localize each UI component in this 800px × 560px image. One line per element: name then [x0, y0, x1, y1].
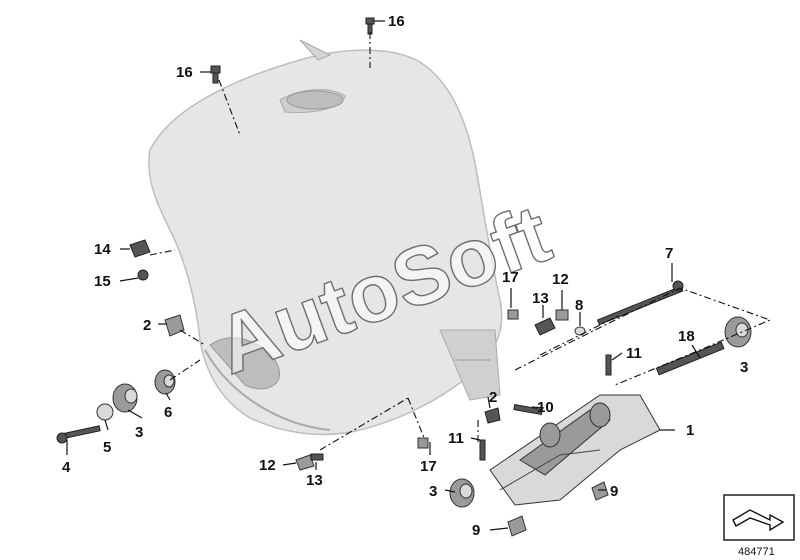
callout-12-bottom: 12: [259, 457, 276, 474]
callout-2-mid: 2: [489, 389, 497, 406]
callout-18: 18: [678, 328, 695, 345]
callout-8: 8: [575, 297, 583, 314]
nav-box[interactable]: 484771: [723, 494, 795, 558]
callout-3-right: 3: [740, 359, 748, 376]
callout-11-bottom: 11: [448, 430, 464, 447]
leader-lines: [66, 20, 772, 531]
callout-3-left: 3: [135, 424, 143, 441]
callout-14: 14: [94, 241, 111, 258]
callout-4: 4: [62, 459, 71, 476]
callout-1: 1: [686, 422, 694, 439]
callout-6: 6: [164, 404, 172, 421]
callout-17-top: 17: [502, 269, 519, 286]
callout-13-bottom: 13: [306, 472, 323, 489]
callout-9-right: 9: [610, 483, 618, 500]
callout-11-top: 11: [626, 345, 642, 362]
callout-12-top: 12: [552, 271, 569, 288]
callout-9-bottom: 9: [472, 522, 480, 539]
callout-16-top: 16: [388, 13, 405, 30]
callout-13-top: 13: [532, 290, 549, 307]
callout-2-left: 2: [143, 317, 151, 334]
reference-number: 484771: [738, 546, 775, 558]
callout-17-bottom: 17: [420, 458, 437, 475]
callout-3-bottom: 3: [429, 483, 437, 500]
callouts: 16 16 14 15 2 6 3 5 4 17 12 13 8 7 18 3 …: [62, 13, 748, 539]
callout-16-left: 16: [176, 64, 193, 81]
callout-10: 10: [537, 399, 554, 416]
callout-7: 7: [665, 245, 673, 262]
bracket: [489, 394, 661, 506]
fuel-tank: [148, 39, 503, 436]
arrow-icon: [732, 509, 785, 532]
callout-15: 15: [94, 273, 111, 290]
small-fasteners: [129, 17, 612, 537]
left-mount-hardware: [56, 369, 176, 444]
callout-5: 5: [103, 439, 111, 456]
right-mount-hardware: [449, 280, 752, 508]
